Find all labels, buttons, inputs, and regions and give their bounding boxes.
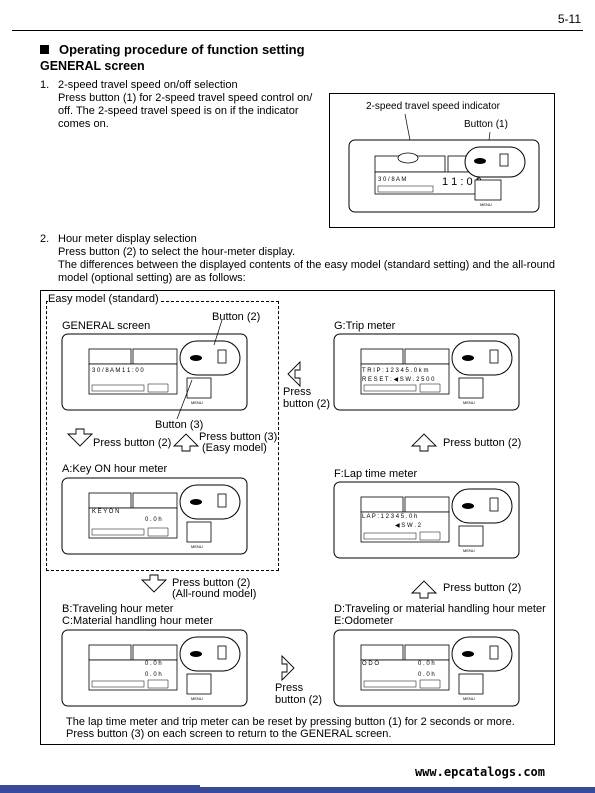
section-title-text: Operating procedure of function setting xyxy=(59,42,305,57)
footer-url[interactable]: www.epcatalogs.com xyxy=(414,765,545,779)
arrow-right-icon-1 xyxy=(281,654,295,682)
lcd-general: 3 0 / 8 A M 1 1 : 0 0 xyxy=(92,368,144,374)
press2-b: Press button (2) xyxy=(172,577,251,589)
svg-text:1 1 : 0 0: 1 1 : 0 0 xyxy=(442,176,482,188)
note2: Press button (3) on each screen to retur… xyxy=(66,728,392,740)
screen-heading: GENERAL screen xyxy=(40,59,145,73)
press3-a: Press button (3) xyxy=(199,431,278,443)
traveling-label: B:Traveling hour meter xyxy=(62,603,174,615)
key-on-label: A:Key ON hour meter xyxy=(62,463,168,475)
note1: The lap time meter and trip meter can be… xyxy=(66,716,515,728)
lcd-trip1: T R I P : 1 2 3 4 5 . 0 k m xyxy=(362,368,428,374)
press-c2: button (2) xyxy=(275,694,323,706)
item2-number: 2. xyxy=(40,233,50,245)
svg-text:MENU: MENU xyxy=(480,202,492,207)
button2-label: Button (2) xyxy=(212,311,261,323)
item2-title: Hour meter display selection xyxy=(58,233,197,245)
lcd-b-value2: 0 . 0 h xyxy=(145,672,162,678)
arrow-up-icon-2 xyxy=(410,433,438,452)
panel-odometer xyxy=(333,629,520,707)
lcd-b-value1: 0 . 0 h xyxy=(145,661,162,667)
svg-text:3 0 / 8 A M: 3 0 / 8 A M xyxy=(378,177,406,183)
material-label: C:Material handling hour meter xyxy=(62,615,214,627)
lcd-d-value2: 0 . 0 h xyxy=(418,672,435,678)
item2-line2: The differences between the displayed co… xyxy=(58,259,555,271)
panel-lap xyxy=(333,481,520,559)
press2-f: Press button (2) xyxy=(443,582,522,594)
footer-bar xyxy=(0,787,595,793)
button1-label: Button (1) xyxy=(464,119,508,130)
lcd-d-value1: 0 . 0 h xyxy=(418,661,435,667)
trav-mat-label: D:Traveling or material handling hour me… xyxy=(334,603,546,615)
odometer-label: E:Odometer xyxy=(334,615,394,627)
press2-g: Press button (2) xyxy=(443,437,522,449)
easy-model-region xyxy=(46,301,279,571)
easy-model-paren: (Easy model) xyxy=(202,442,267,454)
figure1-panel: 3 0 / 8 A M 1 1 : 0 0 MENU xyxy=(348,113,540,213)
item1-line3: comes on. xyxy=(58,118,109,130)
press-c1: Press xyxy=(275,682,304,694)
arrow-down-icon-2 xyxy=(140,574,168,593)
bullet-square-icon xyxy=(40,45,49,54)
lcd-lap2: ◀ S W . 2 xyxy=(395,523,422,529)
panel-general xyxy=(61,333,248,411)
item1-title: 2-speed travel speed on/off selection xyxy=(58,79,238,91)
easy-model-label: Easy model (standard) xyxy=(48,293,159,305)
footer-bar-thin xyxy=(0,785,200,787)
figure1-frame: 2-speed travel speed indicator Button (1… xyxy=(329,93,555,228)
item2-line1: Press button (2) to select the hour-mete… xyxy=(58,246,296,258)
indicator-label: 2-speed travel speed indicator xyxy=(366,101,500,112)
lcd-trip2: R E S E T : ◀ S W . 2 5 0 0 xyxy=(362,377,435,383)
arrow-down-icon-1 xyxy=(66,428,94,447)
item1-line1: Press button (1) for 2-speed travel spee… xyxy=(58,92,313,104)
allround-paren: (All-round model) xyxy=(172,588,257,600)
trip-label: G:Trip meter xyxy=(334,320,396,332)
lcd-key-on-value: 0 . 0 h xyxy=(145,517,162,523)
press2-a: Press button (2) xyxy=(93,437,172,449)
arrow-up-icon-3 xyxy=(410,580,438,599)
lcd-odo-label: O D O xyxy=(362,661,379,667)
diagram-frame xyxy=(40,290,555,745)
arrow-left-icon-1 xyxy=(287,360,301,388)
arrow-up-icon-1 xyxy=(172,433,200,452)
press-g1: Press xyxy=(283,386,312,398)
page-number: 5-11 xyxy=(557,12,581,26)
general-screen-label: GENERAL screen xyxy=(62,320,151,332)
item1-number: 1. xyxy=(40,79,50,91)
item2-line3: model (optional setting) are as follows: xyxy=(58,272,246,284)
item1-line2: off. The 2-speed travel speed is on if t… xyxy=(58,105,299,117)
button3-label: Button (3) xyxy=(155,419,204,431)
press-g2: button (2) xyxy=(283,398,331,410)
lap-label: F:Lap time meter xyxy=(334,468,418,480)
header-rule xyxy=(12,30,583,31)
panel-traveling xyxy=(61,629,248,707)
lcd-key-on: K E Y O N xyxy=(92,509,119,515)
panel-key-on xyxy=(61,477,248,555)
section-title: Operating procedure of function setting xyxy=(40,42,305,57)
lcd-lap1: L A P : 1 2 3 4 5 . 0 h xyxy=(362,514,417,520)
